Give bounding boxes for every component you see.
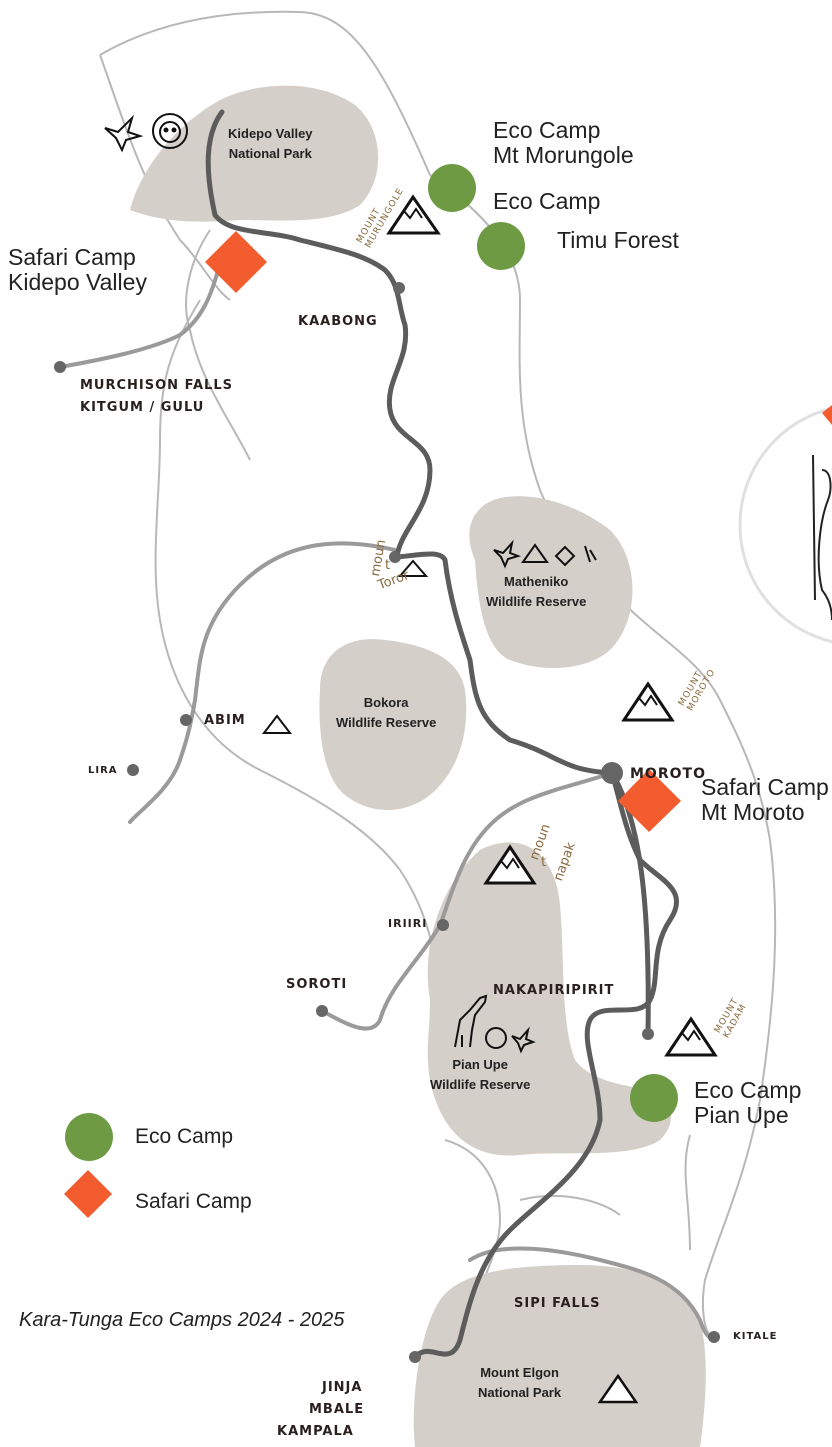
lion-icon: [152, 113, 188, 149]
node-nakapiripirit: [642, 1028, 654, 1040]
mountain-icon: [397, 559, 429, 577]
place-soroti: SOROTI: [286, 977, 348, 992]
safari-camp-markers: [64, 231, 681, 1218]
legend-safari-label: Safari Camp: [135, 1190, 252, 1213]
park-areas: [130, 85, 706, 1447]
node-abim: [180, 714, 192, 726]
place-mbale: MBALE: [309, 1402, 365, 1417]
legend-eco-marker: [65, 1113, 113, 1161]
wildlife-icons: [104, 113, 597, 1054]
place-sipi-falls: SIPI FALLS: [514, 1296, 601, 1311]
park-label-matheniko: Matheniko Wildlife Reserve: [486, 574, 587, 609]
park-label-pian-upe: Pian Upe Wildlife Reserve: [430, 1057, 531, 1092]
region-border: [99, 10, 777, 1336]
place-kampala: KAMPALA: [277, 1424, 354, 1439]
giraffe-icon: [454, 994, 488, 1048]
mountain-icon: [621, 681, 675, 722]
node-lira: [127, 764, 139, 776]
bokora-park-area: [319, 639, 467, 810]
place-abim: ABIM: [204, 713, 246, 728]
mountain-label-napak-t: t: [541, 855, 547, 870]
road-nodes: [54, 282, 720, 1363]
park-label-bokora: Bokora Wildlife Reserve: [336, 695, 437, 730]
mountain-icon: [483, 844, 537, 885]
legend-eco-label: Eco Camp: [135, 1125, 234, 1148]
camp-label-eco-morungole: Eco Camp Mt Morungole: [493, 117, 634, 168]
node-murchison: [54, 361, 66, 373]
place-kitale: KITALE: [733, 1331, 778, 1342]
mountain-icon: [597, 1373, 639, 1404]
camp-label-eco-timu: Eco Camp Timu Forest: [493, 188, 679, 253]
node-soroti: [316, 1005, 328, 1017]
camp-label-eco-pian-upe: Eco Camp Pian Upe: [694, 1077, 802, 1128]
bird-icon: [493, 539, 522, 569]
node-toror: [389, 551, 401, 563]
mountain-label-toror-t: t: [385, 558, 391, 573]
main-road: [205, 109, 679, 1360]
eco-camp-marker-morungole: [428, 164, 476, 212]
eco-camp-markers: [65, 164, 678, 1161]
safari-camp-marker-moroto: [618, 769, 681, 832]
park-label-kidepo: Kidepo Valley National Park: [228, 126, 313, 161]
place-moroto: MOROTO: [630, 766, 706, 782]
place-nakapiripirit: NAKAPIRIPIRIT: [493, 983, 615, 998]
map-subtitle: Kara-Tunga Eco Camps 2024 - 2025: [19, 1309, 345, 1331]
pian-upe-park-area: [427, 842, 671, 1156]
node-kitale: [708, 1331, 720, 1343]
place-iriiri: IRIIRI: [388, 917, 428, 930]
kidepo-park-area: [130, 85, 379, 222]
node-kaabong: [393, 282, 405, 294]
mountain-icon: [261, 714, 293, 734]
eco-camp-marker-timu: [477, 222, 525, 270]
place-lira: LIRA: [88, 765, 118, 776]
place-jinja: JINJA: [322, 1380, 363, 1395]
warrior-illustration: [738, 405, 832, 644]
place-kitgum: KITGUM / GULU: [80, 400, 205, 415]
antelope-icon: [554, 545, 597, 567]
node-moroto: [601, 762, 623, 784]
mountain-icon: [386, 194, 441, 235]
elgon-park-area: [413, 1265, 706, 1447]
mountains: [261, 194, 718, 1404]
matheniko-park-area: [469, 496, 633, 669]
mountain-icon: [664, 1016, 718, 1057]
legend-safari-marker: [64, 1170, 112, 1218]
eco-camp-marker-pian-upe: [630, 1074, 678, 1122]
bird-icon: [511, 1026, 536, 1054]
safari-camp-marker-kidepo: [205, 231, 267, 293]
mountain-icon: [521, 543, 549, 563]
camp-label-safari-kidepo: Safari Camp Kidepo Valley: [8, 244, 147, 295]
bird-icon: [104, 114, 144, 153]
place-kaabong: KAABONG: [298, 314, 378, 329]
park-label-elgon: Mount Elgon National Park: [478, 1365, 562, 1400]
place-murchison: MURCHISON FALLS: [80, 378, 233, 393]
node-jinja: [409, 1351, 421, 1363]
node-iriiri: [437, 919, 449, 931]
camp-label-safari-moroto: Safari Camp Mt Moroto: [701, 774, 829, 825]
leopard-icon: [485, 1027, 507, 1049]
